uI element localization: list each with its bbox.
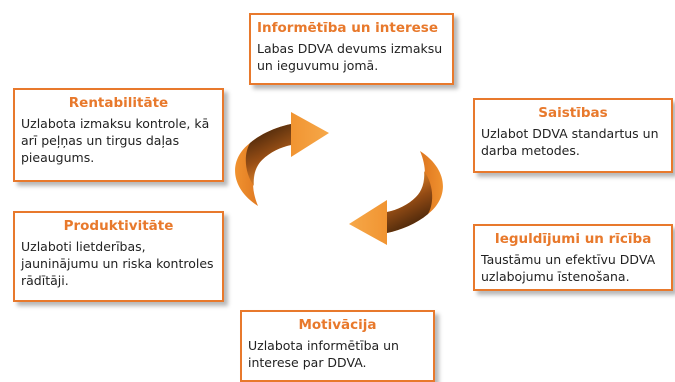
info-interest-text: Labas DDVA devums izmaksu un ieguvumu jo…: [257, 41, 443, 73]
commitment-text: Uzlabot DDVA standartus un darba metodes…: [481, 126, 659, 158]
productivity-title: Produktivitāte: [63, 218, 174, 234]
commitment-title: Saistības: [538, 105, 608, 121]
commitment-box: Saistības Uzlabot DDVA standartus un dar…: [473, 98, 673, 173]
info-interest-title: Informētība un interese: [257, 20, 438, 36]
productivity-text: Uzlaboti lietderības, jauninājumu un ris…: [21, 239, 214, 288]
profitability-text: Uzlabota izmaksu kontrole, kā arī peļņas…: [21, 116, 210, 165]
profitability-title: Rentabilitāte: [68, 95, 169, 111]
lower-arrow: [349, 151, 443, 245]
info-interest-box: Informētība un interese Labas DDVA devum…: [249, 13, 454, 85]
investment-action-title: Ieguldījumi un rīcība: [494, 231, 652, 247]
investment-action-box: Ieguldījumi un rīcība Taustāmu un efektī…: [473, 224, 673, 291]
investment-action-text: Taustāmu un efektīvu DDVA uzlabojumu īst…: [481, 252, 656, 284]
motivation-box: Motivācija Uzlabota informētība un inter…: [240, 310, 435, 382]
motivation-title: Motivācija: [298, 317, 377, 333]
profitability-box: Rentabilitāte Uzlabota izmaksu kontrole,…: [13, 88, 224, 182]
productivity-box: Produktivitāte Uzlaboti lietderības, jau…: [13, 211, 224, 302]
upper-arrow: [235, 112, 329, 206]
motivation-text: Uzlabota informētība un interese par DDV…: [248, 338, 399, 370]
